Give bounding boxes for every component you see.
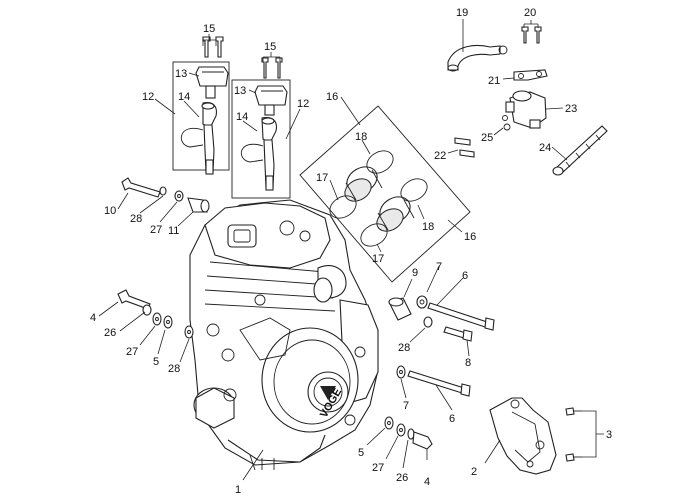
callout-14-left: 14 — [178, 91, 190, 103]
group-frame-12-right — [231, 79, 291, 199]
callout-28-left: 28 — [168, 363, 180, 375]
bolt-6-lower — [407, 370, 465, 394]
callout-27-left: 27 — [126, 346, 138, 358]
callout-27-right: 27 — [372, 462, 384, 474]
callout-25: 25 — [481, 132, 493, 144]
washer-5-lower — [384, 416, 394, 430]
callout-17-upper: 17 — [316, 172, 328, 184]
washer-27-upper — [174, 190, 184, 202]
callout-20: 20 — [524, 7, 536, 19]
intake-boot-group — [299, 105, 471, 283]
callout-27-upper: 27 — [150, 224, 162, 236]
washer-28-right — [423, 316, 433, 328]
callout-7-lower: 7 — [403, 400, 409, 412]
callout-15-right: 15 — [264, 41, 276, 53]
callout-12-left: 12 — [142, 91, 154, 103]
clamp-18-upper — [366, 150, 394, 174]
group-frame-16 — [299, 105, 471, 283]
callout-17-lower: 17 — [372, 253, 384, 265]
logo-icon — [320, 386, 336, 400]
hose-19 — [447, 44, 501, 71]
bolt-6-upper — [427, 302, 488, 328]
ignition-coil-13-right — [254, 85, 288, 106]
bolt-10 — [121, 177, 161, 198]
hose-24 — [555, 125, 608, 174]
callout-22: 22 — [434, 150, 446, 162]
callout-16-bottom: 16 — [464, 231, 476, 243]
sprocket-cover — [489, 397, 582, 475]
left-hardware — [117, 177, 210, 339]
callout-21: 21 — [488, 75, 500, 87]
callout-18-lower: 18 — [422, 221, 434, 233]
right-hardware — [384, 295, 495, 450]
sprocket-cover-2 — [489, 397, 557, 475]
callout-7-upper: 7 — [436, 261, 442, 273]
callout-5-right: 5 — [358, 447, 364, 459]
callout-5-left: 5 — [153, 356, 159, 368]
callout-15-left: 15 — [203, 23, 215, 35]
callout-6-upper: 6 — [462, 270, 468, 282]
callout-26-right: 26 — [396, 472, 408, 484]
callout-4-right: 4 — [424, 476, 430, 488]
ignition-coil-left-group — [172, 36, 230, 175]
callout-13-left: 13 — [175, 68, 187, 80]
clamp-17-upper — [329, 195, 357, 219]
bracket-21 — [513, 69, 548, 81]
washer-7-lower — [396, 365, 406, 379]
callout-16-top: 16 — [326, 91, 338, 103]
callout-23: 23 — [565, 103, 577, 115]
group-frame-12-left — [172, 61, 230, 171]
callout-11: 11 — [168, 225, 179, 237]
engine-assembly: VOGE — [189, 199, 379, 471]
callout-4-left: 4 — [90, 312, 96, 324]
bolt-8 — [443, 326, 467, 339]
callout-9: 9 — [412, 267, 418, 279]
callout-12-right: 12 — [297, 98, 309, 110]
callout-3: 3 — [606, 429, 612, 441]
clamp-18-lower — [400, 178, 428, 202]
ignition-coil-right-group — [231, 57, 291, 199]
callout-6-lower: 6 — [449, 413, 455, 425]
callout-26-left: 26 — [104, 327, 116, 339]
callout-8: 8 — [465, 357, 471, 369]
callout-labels: 15 15 13 13 12 12 14 14 16 16 18 18 17 1… — [90, 7, 612, 496]
ignition-coil-13-left — [195, 66, 229, 87]
callout-10: 10 — [104, 205, 116, 217]
secondary-air-group — [447, 26, 608, 176]
callout-19: 19 — [456, 7, 468, 19]
callout-28-upper: 28 — [130, 213, 142, 225]
callout-18-upper: 18 — [355, 131, 367, 143]
callout-14-right: 14 — [236, 111, 248, 123]
callout-1: 1 — [235, 484, 241, 496]
callout-24: 24 — [539, 142, 551, 154]
bolt-4-lower — [412, 431, 433, 450]
leader-lines — [98, 19, 604, 481]
spark-plug-boss — [227, 224, 257, 248]
callout-2: 2 — [471, 466, 477, 478]
callout-28-right: 28 — [398, 342, 410, 354]
callout-13-right: 13 — [234, 85, 246, 97]
clamp-17-lower — [360, 223, 388, 247]
washer-7-upper — [416, 295, 428, 309]
